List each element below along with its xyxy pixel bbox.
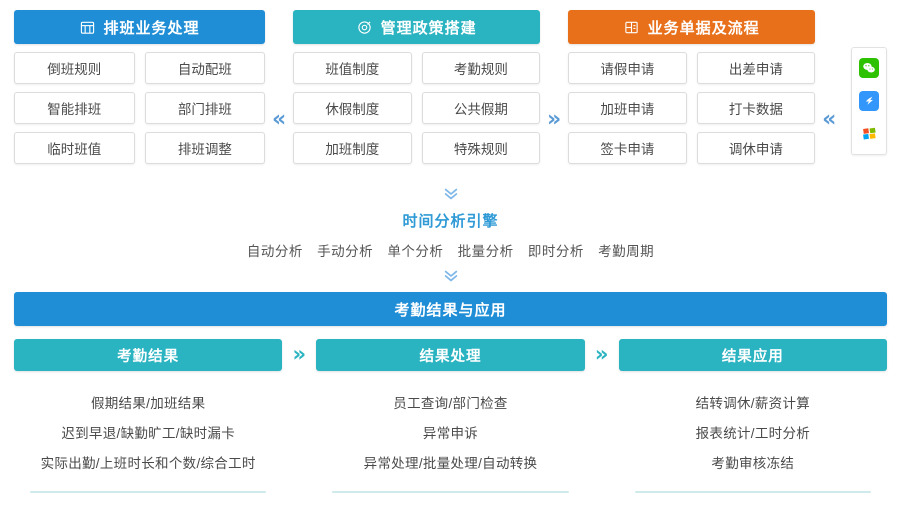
- card-item[interactable]: 倒班规则: [14, 52, 135, 84]
- arrow-down-top-icon: [0, 186, 901, 204]
- panel-line: 异常申诉: [422, 426, 479, 441]
- column-title-scheduling: 排班业务处理: [103, 19, 200, 37]
- top-section: 排班业务处理 倒班规则 自动配班 智能排班 部门排班 临时班值 排班调整 «: [0, 0, 901, 182]
- column-scheduling: 排班业务处理 倒班规则 自动配班 智能排班 部门排班 临时班值 排班调整: [14, 10, 266, 164]
- card-item[interactable]: 班值制度: [293, 52, 412, 84]
- column-header-documents[interactable]: 业务单据及流程: [568, 10, 816, 44]
- card-item[interactable]: 加班申请: [568, 92, 687, 124]
- panel-title: 考勤结果: [117, 348, 180, 365]
- panel-line: 考勤审核冻结: [711, 456, 795, 471]
- column-header-policy[interactable]: 管理政策搭建: [293, 10, 541, 44]
- card-item[interactable]: 签卡申请: [568, 132, 687, 164]
- engine-tag: 自动分析: [246, 244, 303, 259]
- column-documents: 业务单据及流程 请假申请 出差申请 加班申请 打卡数据 签卡申请 调休申请: [568, 10, 816, 164]
- panel-header-attendance-result[interactable]: 考勤结果: [14, 339, 283, 371]
- card-item[interactable]: 公共假期: [421, 92, 541, 124]
- panel-header-result-processing[interactable]: 结果处理: [316, 339, 585, 371]
- gear-target-icon: [357, 19, 373, 35]
- chevron-left-icon: «: [822, 106, 837, 132]
- form-document-icon: [624, 19, 640, 35]
- card-item[interactable]: 休假制度: [293, 92, 412, 124]
- arrow-down-bottom-icon: [0, 268, 901, 286]
- column-header-scheduling[interactable]: 排班业务处理: [14, 10, 266, 44]
- column-title-policy: 管理政策搭建: [380, 19, 477, 37]
- panel-attendance-result: 考勤结果 假期结果/加班结果 迟到早退/缺勤旷工/缺时漏卡 实际出勤/上班时长和…: [14, 339, 283, 493]
- card-grid-policy: 班值制度 考勤规则 休假制度 公共假期 加班制度 特殊规则: [293, 52, 541, 164]
- card-item[interactable]: 请假申请: [568, 52, 687, 84]
- card-item[interactable]: 智能排班: [14, 92, 135, 124]
- panel-underline: [634, 491, 871, 493]
- app-channel-icons: [851, 47, 887, 155]
- engine-tag: 即时分析: [527, 244, 584, 259]
- dingtalk-icon[interactable]: [859, 90, 880, 111]
- panel-line: 员工查询/部门检查: [393, 396, 508, 411]
- card-item[interactable]: 特殊规则: [421, 132, 541, 164]
- card-grid-documents: 请假申请 出差申请 加班申请 打卡数据 签卡申请 调休申请: [568, 52, 816, 164]
- windows-icon[interactable]: [859, 124, 879, 144]
- separator-chevron-right-2: »: [540, 47, 568, 192]
- engine-tag: 手动分析: [317, 244, 374, 259]
- card-item[interactable]: 打卡数据: [696, 92, 816, 124]
- card-item[interactable]: 出差申请: [696, 52, 816, 84]
- card-item[interactable]: 自动配班: [144, 52, 266, 84]
- panel-header-result-application[interactable]: 结果应用: [618, 339, 887, 371]
- panel-separator-chevron-2: »: [585, 339, 619, 365]
- panel-body-result-processing: 员工查询/部门检查 异常申诉 异常处理/批量处理/自动转换: [316, 371, 584, 479]
- engine-tag: 批量分析: [457, 244, 514, 259]
- panel-line: 结转调休/薪资计算: [695, 396, 811, 411]
- panel-title: 结果处理: [419, 348, 482, 365]
- result-banner-title: 考勤结果与应用: [394, 301, 507, 319]
- panel-title: 结果应用: [721, 348, 784, 365]
- panel-line: 报表统计/工时分析: [695, 426, 811, 441]
- chevron-right-icon: »: [292, 342, 307, 366]
- card-item[interactable]: 部门排班: [144, 92, 266, 124]
- calendar-icon: [80, 19, 96, 35]
- time-analysis-engine: 时间分析引擎 自动分析 手动分析 单个分析 批量分析 即时分析 考勤周期: [0, 182, 901, 286]
- panel-line: 实际出勤/上班时长和个数/综合工时: [40, 456, 256, 471]
- panel-result-processing: 结果处理 员工查询/部门检查 异常申诉 异常处理/批量处理/自动转换: [316, 339, 585, 493]
- chevron-left-icon: «: [271, 106, 287, 132]
- panel-body-result-application: 结转调休/薪资计算 报表统计/工时分析 考勤审核冻结: [619, 371, 887, 479]
- separator-chevron-left-1: «: [265, 47, 293, 192]
- result-banner: 考勤结果与应用: [14, 292, 887, 326]
- card-item[interactable]: 临时班值: [14, 132, 135, 164]
- engine-tag: 考勤周期: [598, 244, 655, 259]
- card-grid-scheduling: 倒班规则 自动配班 智能排班 部门排班 临时班值 排班调整: [14, 52, 266, 164]
- chevron-right-icon: »: [594, 342, 609, 366]
- panel-underline: [332, 491, 569, 493]
- panel-result-application: 结果应用 结转调休/薪资计算 报表统计/工时分析 考勤审核冻结: [618, 339, 887, 493]
- panel-body-attendance-result: 假期结果/加班结果 迟到早退/缺勤旷工/缺时漏卡 实际出勤/上班时长和个数/综合…: [14, 371, 282, 479]
- chevron-right-icon: »: [547, 106, 562, 132]
- column-policy: 管理政策搭建 班值制度 考勤规则 休假制度 公共假期 加班制度 特殊规则: [293, 10, 541, 164]
- engine-tag: 单个分析: [387, 244, 444, 259]
- card-item[interactable]: 排班调整: [144, 132, 266, 164]
- card-item[interactable]: 调休申请: [696, 132, 816, 164]
- panel-separator-chevron-1: »: [282, 339, 316, 365]
- engine-title: 时间分析引擎: [402, 213, 499, 230]
- panel-line: 假期结果/加班结果: [90, 396, 206, 411]
- wechat-icon[interactable]: [859, 58, 880, 79]
- column-title-documents: 业务单据及流程: [647, 19, 760, 37]
- card-item[interactable]: 考勤规则: [421, 52, 541, 84]
- panel-line: 异常处理/批量处理/自动转换: [363, 456, 538, 471]
- engine-tag-list: 自动分析 手动分析 单个分析 批量分析 即时分析 考勤周期: [0, 240, 901, 260]
- separator-chevron-left-3: «: [815, 47, 843, 192]
- card-item[interactable]: 加班制度: [293, 132, 412, 164]
- panel-underline: [30, 491, 267, 493]
- result-panels: 考勤结果 假期结果/加班结果 迟到早退/缺勤旷工/缺时漏卡 实际出勤/上班时长和…: [0, 326, 901, 493]
- panel-line: 迟到早退/缺勤旷工/缺时漏卡: [61, 426, 236, 441]
